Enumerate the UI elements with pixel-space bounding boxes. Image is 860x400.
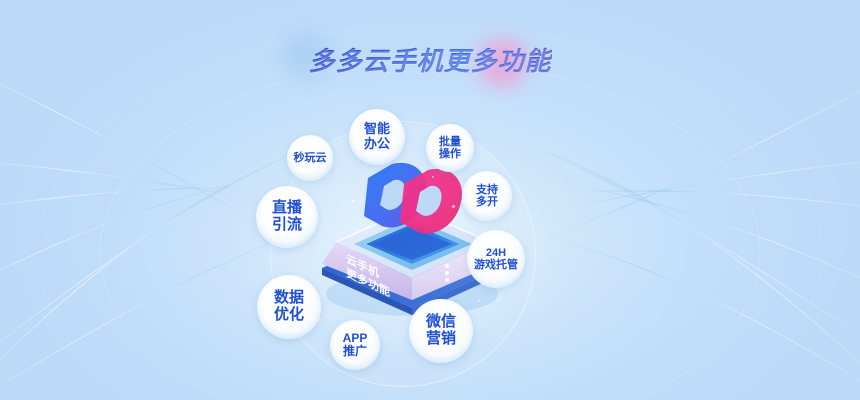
title-blob-left-decoration	[281, 31, 335, 85]
feature-bubble-shujuyouhua[interactable]: 数据优化	[257, 275, 321, 339]
feature-bubble-piliangcaozuo[interactable]: 批量操作	[426, 124, 474, 172]
feature-bubble-label: 办公	[363, 136, 390, 151]
title-blob-right-decoration	[478, 38, 528, 88]
feature-bubble-label: 引流	[271, 216, 302, 233]
feature-bubble-label: 微信	[425, 313, 456, 331]
feature-bubble-label: 优化	[273, 306, 304, 323]
feature-bubble-zhinengbangong[interactable]: 智能办公	[349, 109, 405, 165]
sparkle-dot	[432, 176, 434, 178]
page-title-area: 多多云手机更多功能	[0, 31, 860, 88]
feature-bubble-miaowanyun[interactable]: 秒玩云	[287, 135, 333, 181]
feature-bubble-zhiboyinliu[interactable]: 直播引流	[256, 186, 318, 248]
feature-bubble-label: 直播	[271, 199, 302, 217]
feature-bubble-label: 智能	[363, 121, 390, 137]
feature-bubble-label: APP	[342, 330, 368, 345]
feature-bubble-label: 批量	[439, 135, 461, 148]
sparkle-dot	[352, 200, 355, 203]
dd-logo	[364, 162, 463, 234]
feature-bubble-label: 数据	[273, 289, 304, 307]
feature-bubble-label: 营销	[425, 330, 456, 347]
page-title: 多多云手机更多功能	[308, 41, 551, 78]
feature-ring-outline	[270, 121, 536, 387]
sparkle-dot	[338, 236, 340, 238]
sparkle-dot	[318, 318, 321, 321]
sparkle-dot	[368, 300, 370, 302]
feature-bubble-weixinyingxiao[interactable]: 微信营销	[409, 299, 473, 363]
pedestal-dots	[444, 263, 450, 283]
feature-bubble-label: 操作	[439, 148, 461, 160]
feature-bubble-zhichiduokai[interactable]: 支持多开	[462, 171, 512, 221]
feature-bubble-label: 推广	[342, 344, 367, 358]
sparkle-dot	[452, 205, 455, 208]
feature-bubble-label: 多开	[476, 196, 498, 208]
feature-bubble-label: 支持	[476, 183, 498, 196]
sparkle-dot	[478, 300, 480, 302]
feature-bubble-label: 秒玩云	[293, 151, 327, 164]
feature-bubble-label: 24H	[485, 246, 507, 259]
feature-bubble-label: 游戏托管	[474, 259, 518, 271]
